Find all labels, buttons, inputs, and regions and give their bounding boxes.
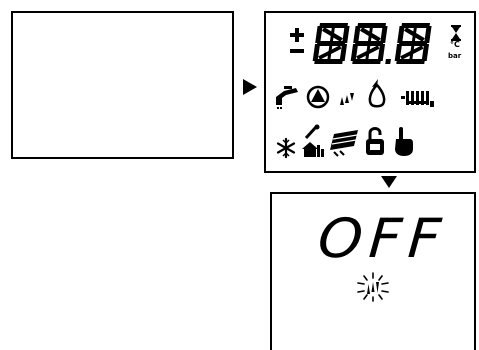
wrench-house-icon <box>300 124 324 159</box>
hourglass-icon <box>451 25 461 41</box>
blinking-arrows-icon <box>356 272 390 302</box>
right-arrow-icon <box>243 79 257 95</box>
solar-panel-icon <box>330 130 360 157</box>
unit-label-top: °C <box>450 40 460 49</box>
lock-icon <box>364 125 386 157</box>
flame-icon <box>366 79 388 109</box>
blank-display-panel <box>11 11 234 159</box>
unit-label-bottom: bar <box>448 52 462 60</box>
hand-icon <box>392 127 414 157</box>
snowflake-icon <box>276 137 296 159</box>
radiator-icon <box>401 91 435 107</box>
segment-digits-icon <box>312 23 442 65</box>
plus-minus-icon <box>288 27 306 57</box>
down-arrow-icon <box>381 176 397 188</box>
pump-icon <box>306 85 330 109</box>
off-display-panel: OFF <box>270 192 476 350</box>
tap-hot-water-icon <box>274 85 300 109</box>
updown-arrows-icon <box>340 91 356 105</box>
off-display-text: OFF <box>315 207 450 270</box>
full-display-panel: °C bar <box>264 11 476 173</box>
